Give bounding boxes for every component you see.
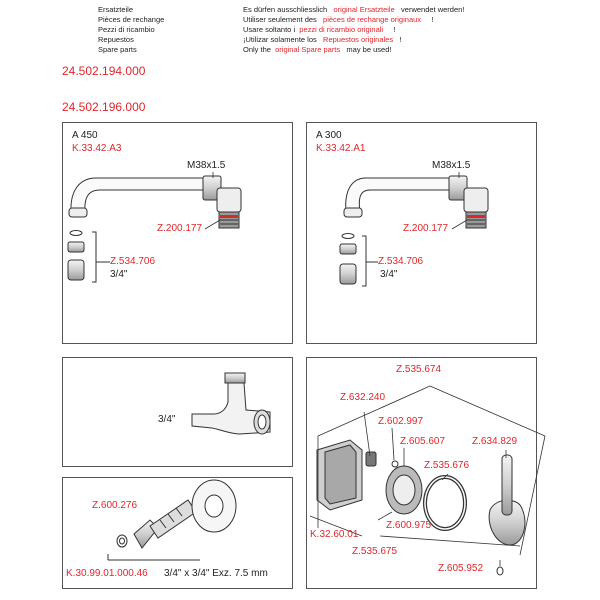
cartridge-drawing bbox=[316, 439, 526, 576]
valve-body-drawing bbox=[191, 372, 271, 435]
notice-de: Es dürfen ausschliesslich original Ersat… bbox=[243, 5, 465, 14]
size-a450: 3/4" bbox=[110, 269, 128, 280]
label-cartridge: K.32.60.01 bbox=[310, 529, 359, 540]
panel-cartridge bbox=[306, 357, 537, 589]
code-a300: K.33.42.A1 bbox=[316, 143, 366, 154]
fitting-drawing bbox=[107, 479, 237, 561]
label-p3: Z.605.607 bbox=[400, 436, 446, 447]
lang-label-en: Spare parts bbox=[98, 45, 137, 54]
ring-a300: Z.200.177 bbox=[403, 223, 449, 234]
thread-a300: M38x1.5 bbox=[432, 160, 471, 171]
spout-a450-drawing bbox=[68, 175, 242, 229]
label-p5: Z.535.676 bbox=[424, 460, 470, 471]
notice-es: ¡Utilizar solamente los Repuestos origin… bbox=[243, 35, 402, 44]
washer-fitting: Z.600.276 bbox=[92, 500, 138, 511]
size-body: 3/4" bbox=[158, 414, 176, 425]
lang-label-es: Repuestos bbox=[98, 35, 134, 44]
label-p8: Z.605.952 bbox=[438, 563, 484, 574]
label-p4: Z.634.829 bbox=[472, 436, 518, 447]
lang-label-it: Pezzi di ricambio bbox=[98, 25, 155, 34]
label-set: Z.535.674 bbox=[396, 364, 442, 375]
label-p2: Z.602.997 bbox=[378, 416, 424, 427]
cartridge-leader-lines bbox=[309, 385, 546, 566]
code-fitting: K.30.99.01.000.46 bbox=[66, 568, 148, 579]
lang-label-fr: Pièces de rechange bbox=[98, 15, 165, 24]
aerator-a450-drawing bbox=[67, 230, 110, 283]
label-p7: Z.535.675 bbox=[352, 546, 398, 557]
label-p1: Z.632.240 bbox=[340, 392, 386, 403]
part-number-1: 24.502.194.000 bbox=[62, 64, 146, 78]
spout-a300-drawing bbox=[343, 175, 489, 229]
panel-fitting bbox=[62, 477, 293, 589]
lang-label-de: Ersatzteile bbox=[98, 5, 134, 14]
panel-a300 bbox=[306, 122, 537, 344]
model-a450: A 450 bbox=[72, 130, 98, 141]
panel-a450 bbox=[62, 122, 293, 344]
notice-it: Usare soltanto i pezzi di ricambio origi… bbox=[243, 25, 396, 34]
model-a300: A 300 bbox=[316, 130, 342, 141]
ring-a450: Z.200.177 bbox=[157, 223, 203, 234]
panel-body bbox=[62, 357, 293, 467]
label-p6: Z.600.975 bbox=[386, 520, 432, 531]
thread-a450: M38x1.5 bbox=[187, 160, 226, 171]
code-a450: K.33.42.A3 bbox=[72, 143, 122, 154]
notice-en: Only the original Spare parts may be use… bbox=[243, 45, 392, 54]
dimension-fitting: 3/4" x 3/4" Exz. 7.5 mm bbox=[164, 568, 268, 579]
aerator-a450: Z.534.706 bbox=[110, 256, 156, 267]
part-number-2: 24.502.196.000 bbox=[62, 100, 146, 114]
aerator-a300-drawing bbox=[339, 233, 378, 287]
aerator-a300: Z.534.706 bbox=[378, 256, 424, 267]
notice-fr: Utiliser seulement des pièces de rechang… bbox=[243, 15, 434, 24]
size-a300: 3/4" bbox=[380, 269, 398, 280]
